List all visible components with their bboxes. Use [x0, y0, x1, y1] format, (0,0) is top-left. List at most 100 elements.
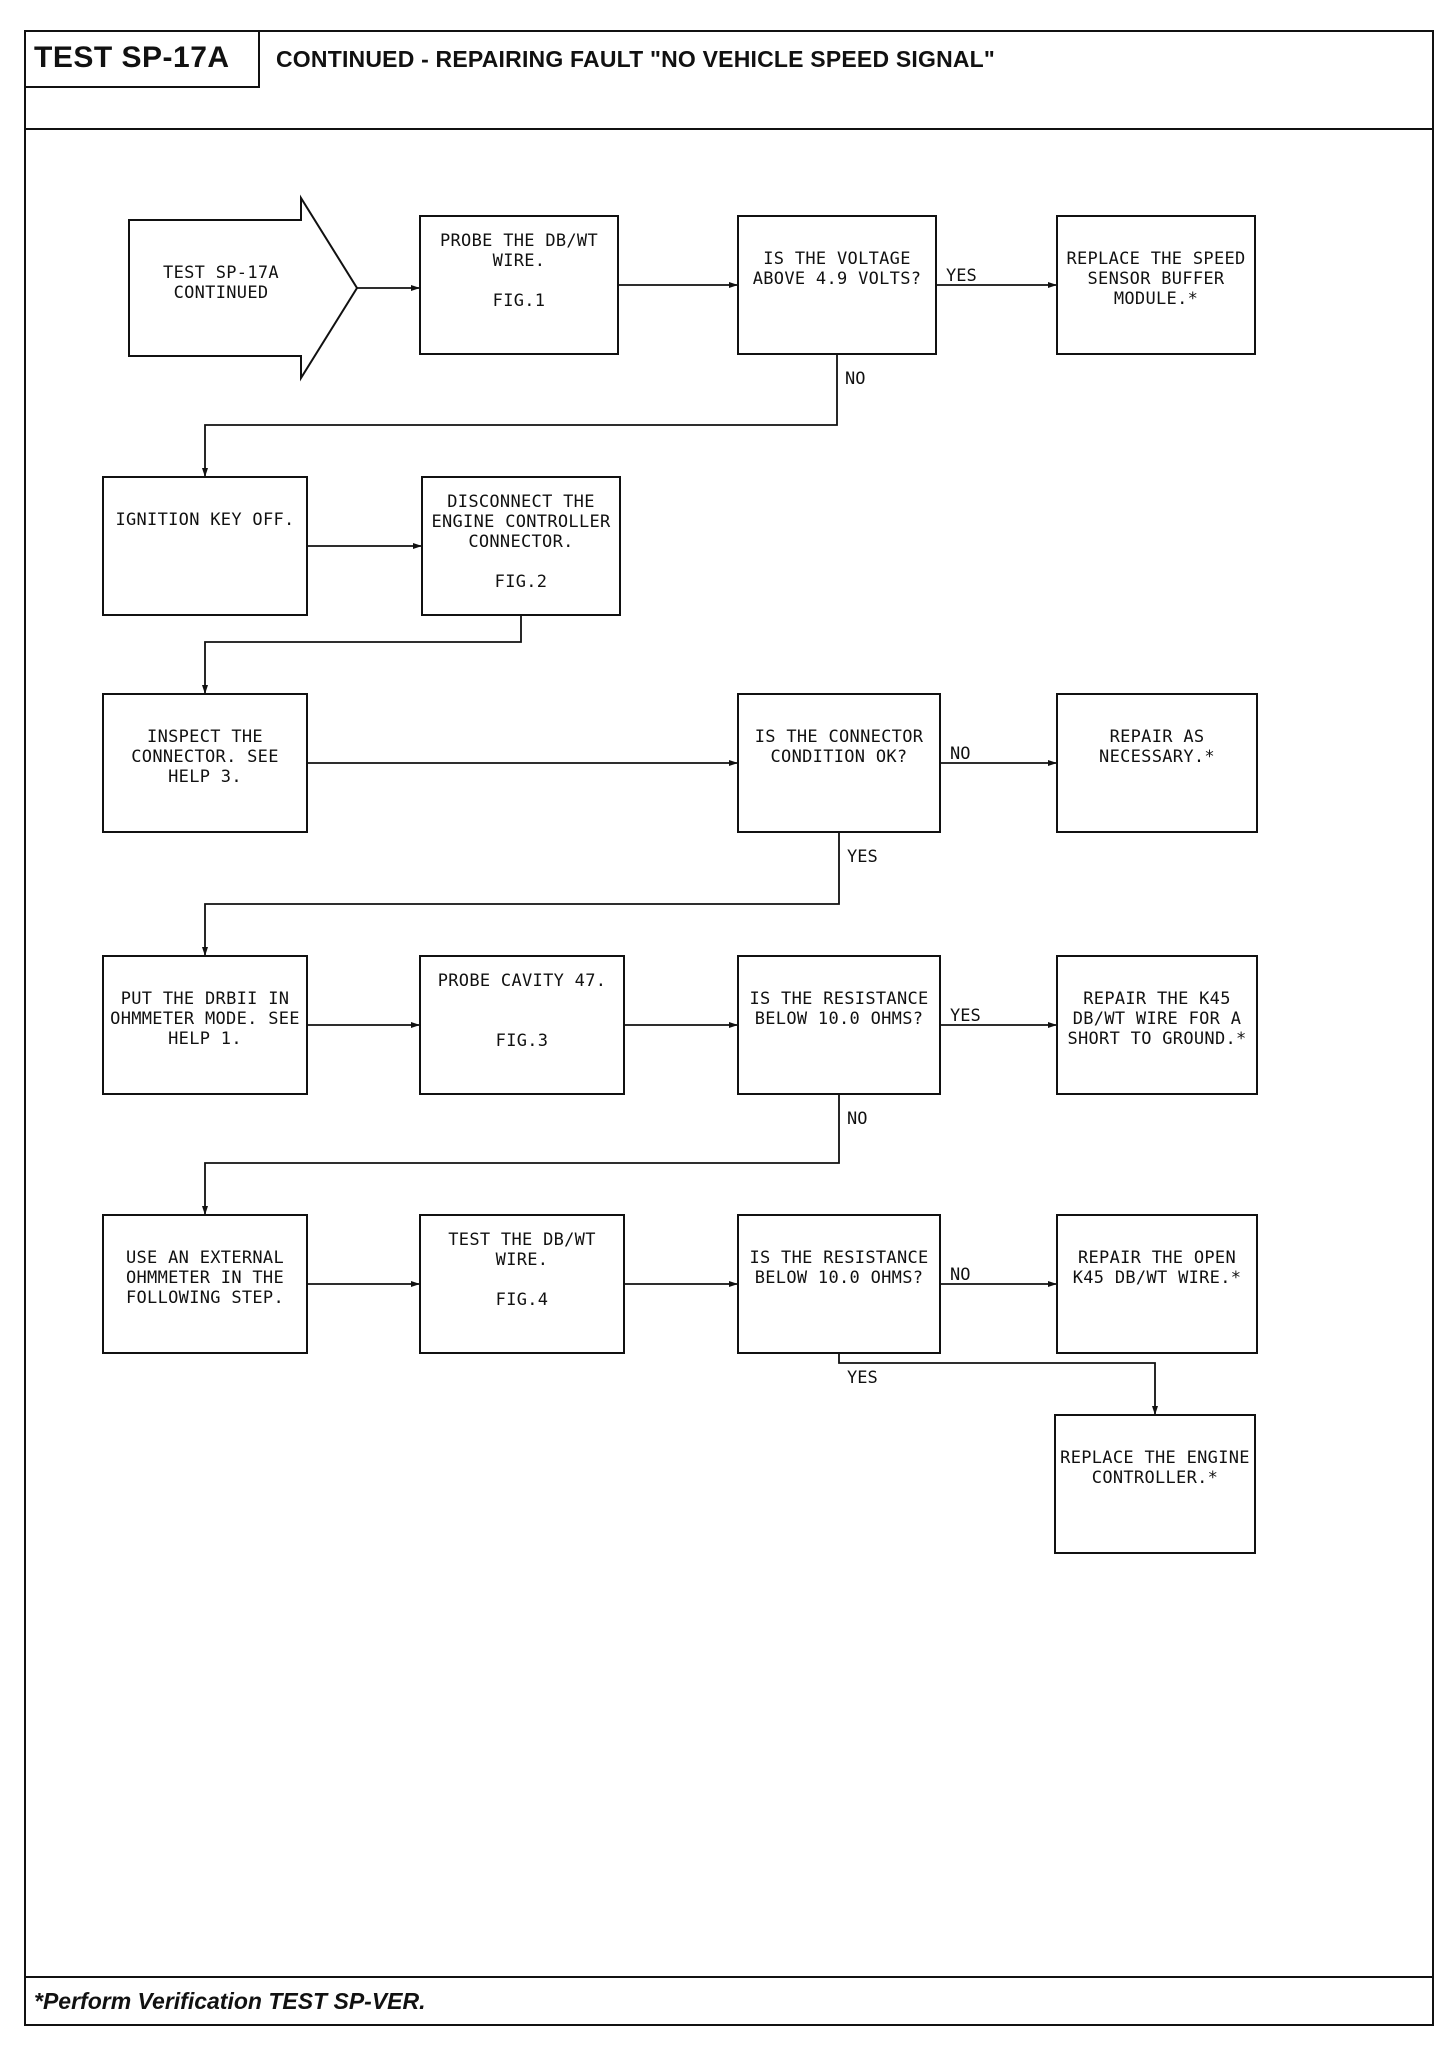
flow-node-text: CONTINUED — [174, 283, 269, 303]
flow-node-text: IGNITION KEY OFF. — [115, 510, 294, 530]
connector-q-voltage-to-ignition-off — [202, 354, 838, 477]
flow-node-text: INSPECT THE — [147, 727, 263, 747]
flow-node-text: NECESSARY.* — [1099, 747, 1215, 767]
flow-box-frame — [1056, 1214, 1258, 1354]
flow-node-text: IS THE VOLTAGE — [763, 249, 911, 269]
flow-node-text: SHORT TO GROUND.* — [1067, 1029, 1246, 1049]
connector-q-res2-to-replace-ecu — [838, 1353, 1158, 1415]
flow-node-text: MODULE.* — [1114, 289, 1198, 309]
flow-node-text: HELP 3. — [168, 767, 242, 787]
flow-box-frame — [419, 955, 625, 1095]
flow-node-text: REPAIR AS — [1110, 727, 1205, 747]
flow-node-text: PROBE THE DB/WT — [440, 231, 598, 251]
flow-node-text: OHMMETER IN THE — [126, 1268, 284, 1288]
flow-node-text: TEST SP-17A — [163, 263, 279, 283]
flow-box-frame — [737, 955, 941, 1095]
flow-box-frame — [419, 215, 619, 355]
flow-node-text: ENGINE CONTROLLER — [431, 512, 611, 532]
flow-box-frame — [421, 476, 621, 616]
flow-box-frame — [102, 476, 308, 616]
edge-label-yes: YES — [847, 847, 878, 867]
flow-node-text: WIRE. — [493, 251, 546, 271]
flow-node-text: FOLLOWING STEP. — [126, 1288, 284, 1308]
flow-node-text: REPLACE THE ENGINE — [1060, 1448, 1250, 1468]
flow-box-frame — [102, 693, 308, 833]
edge-label-no: NO — [950, 744, 970, 764]
flow-node-text: K45 DB/WT WIRE.* — [1073, 1268, 1242, 1288]
edge-label-yes: YES — [847, 1368, 878, 1388]
flow-node-text: FIG.1 — [493, 291, 546, 311]
flow-node-text: FIG.3 — [496, 1031, 549, 1051]
flow-node-text: CONDITION OK? — [771, 747, 908, 767]
header-bar — [24, 30, 1434, 130]
flow-node-probe-47: PROBE CAVITY 47. FIG.3 — [419, 955, 625, 1095]
verification-note: *Perform Verification TEST SP-VER. — [34, 1988, 426, 2014]
flow-node-text: ABOVE 4.9 VOLTS? — [753, 269, 922, 289]
flow-box-frame — [1056, 693, 1258, 833]
flow-node-text: IS THE RESISTANCE — [749, 1248, 928, 1268]
flow-node-text: PUT THE DRBII IN — [121, 989, 290, 1009]
page-title: CONTINUED - REPAIRING FAULT "NO VEHICLE … — [276, 46, 996, 72]
flow-box-frame — [1056, 215, 1256, 355]
footer-bar — [24, 1976, 1434, 2026]
edge-label-yes: YES — [946, 266, 977, 286]
flow-box-frame — [102, 955, 308, 1095]
test-id-label: TEST SP-17A — [24, 30, 260, 88]
flow-node-text: CONTROLLER.* — [1092, 1468, 1218, 1488]
flow-node-text: IS THE RESISTANCE — [749, 989, 928, 1009]
flow-node-text: BELOW 10.0 OHMS? — [755, 1268, 924, 1288]
flow-node-text: TEST THE DB/WT — [448, 1230, 596, 1250]
flow-node-text: REPLACE THE SPEED — [1066, 249, 1245, 269]
edge-label-no: NO — [950, 1265, 970, 1285]
flow-box-frame — [1054, 1414, 1256, 1554]
flow-node-text: BELOW 10.0 OHMS? — [755, 1009, 924, 1029]
flow-box-frame — [737, 693, 941, 833]
connector-q-connector-to-drbii — [202, 832, 840, 956]
flow-node-text: IS THE CONNECTOR — [755, 727, 924, 747]
page-frame — [24, 30, 1434, 2026]
flow-box-frame — [737, 1214, 941, 1354]
flow-node-text: USE AN EXTERNAL — [126, 1248, 284, 1268]
flow-node-text: DISCONNECT THE — [447, 492, 595, 512]
flow-node-text: OHMMETER MODE. SEE — [110, 1009, 300, 1029]
flow-node-text: PROBE CAVITY 47. — [438, 971, 607, 991]
flow-node-text: REPAIR THE OPEN — [1078, 1248, 1236, 1268]
connector-q-res1-to-ext-ohm — [202, 1094, 840, 1215]
start-arrow-shape — [128, 194, 359, 382]
connector-disconnect-to-inspect — [202, 615, 522, 694]
flow-node-text: WIRE. — [496, 1250, 549, 1270]
flow-box-frame — [1056, 955, 1258, 1095]
flow-node-text: DB/WT WIRE FOR A — [1073, 1009, 1242, 1029]
flow-box-frame — [737, 215, 937, 355]
flow-node-ignition-off: IGNITION KEY OFF. — [102, 476, 308, 616]
edge-label-yes: YES — [950, 1006, 981, 1026]
flow-node-text: SENSOR BUFFER — [1088, 269, 1225, 289]
flow-node-text: FIG.2 — [495, 572, 548, 592]
flow-box-frame — [102, 1214, 308, 1354]
flow-node-text: REPAIR THE K45 — [1083, 989, 1231, 1009]
flow-node-text: CONNECTOR. — [468, 532, 573, 552]
edge-label-no: NO — [845, 369, 865, 389]
flow-node-text: HELP 1. — [168, 1029, 242, 1049]
flow-node-text: CONNECTOR. SEE — [131, 747, 279, 767]
flow-node-text: FIG.4 — [496, 1290, 549, 1310]
flow-box-frame — [419, 1214, 625, 1354]
edge-label-no: NO — [847, 1109, 867, 1129]
